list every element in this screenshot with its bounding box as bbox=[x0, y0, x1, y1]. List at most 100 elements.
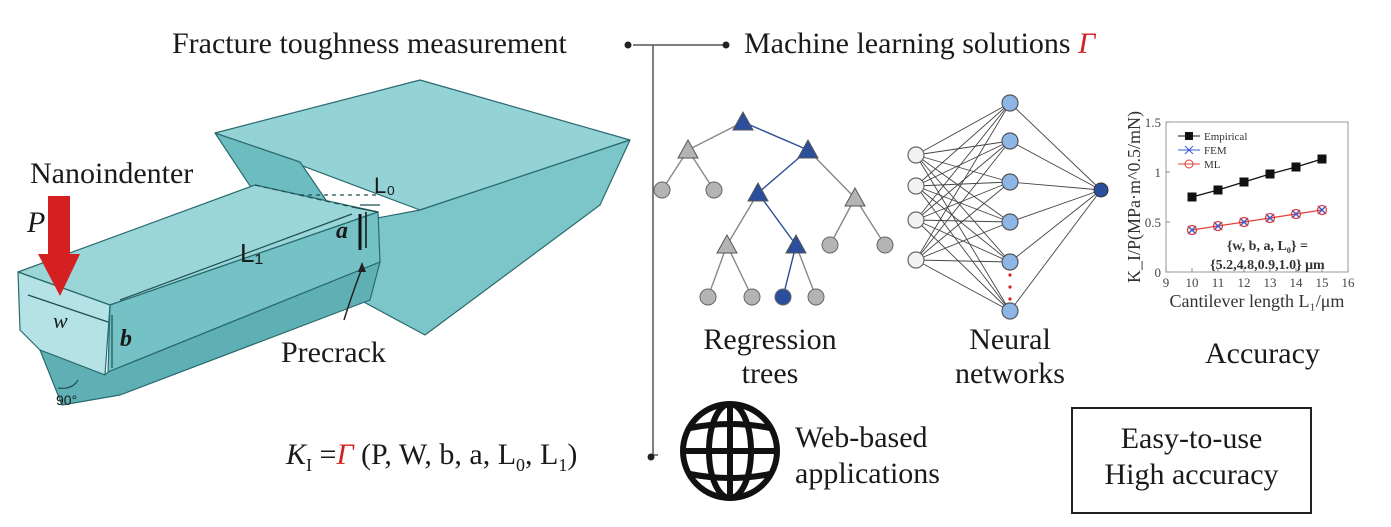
formula-k: K bbox=[286, 438, 307, 471]
empirical-point bbox=[1187, 192, 1197, 202]
nn-hidden-node bbox=[1001, 253, 1019, 271]
regression-trees-line2: trees bbox=[741, 357, 799, 390]
nn-connection bbox=[1009, 102, 1102, 191]
fem-point bbox=[1291, 209, 1301, 219]
angle-label: 90° bbox=[56, 392, 78, 408]
y-tick-label: 0 bbox=[1155, 265, 1162, 280]
nn-connection bbox=[915, 102, 1011, 221]
nn-connection bbox=[915, 219, 1011, 312]
connector-dot-left bbox=[624, 41, 632, 49]
x-tick-label: 9 bbox=[1163, 275, 1170, 290]
l1-label: L₁ bbox=[240, 238, 264, 268]
nn-input-node bbox=[907, 177, 925, 195]
tree-leaf-node bbox=[705, 181, 723, 199]
tree-split-node bbox=[677, 138, 699, 159]
neural-networks-line2: networks bbox=[955, 357, 1065, 390]
tree-edge bbox=[795, 244, 817, 298]
x-tick-label: 10 bbox=[1186, 275, 1199, 290]
nn-connection bbox=[915, 140, 1011, 261]
fem-point bbox=[1265, 213, 1275, 223]
globe-icon bbox=[680, 401, 780, 501]
nn-connection bbox=[915, 259, 1011, 263]
web-apps-line1: Web-based bbox=[795, 421, 928, 454]
tree-edge bbox=[742, 121, 809, 151]
nn-connection bbox=[915, 154, 1011, 263]
nn-connection bbox=[1009, 189, 1102, 312]
cantilever-beam bbox=[17, 79, 631, 406]
formula-mid: , L bbox=[525, 438, 559, 471]
beam-bottom bbox=[39, 261, 381, 406]
regression-tree bbox=[653, 110, 894, 306]
nn-connection bbox=[915, 102, 1011, 187]
legend-label: Empirical bbox=[1204, 131, 1247, 143]
tree-split-node bbox=[785, 233, 807, 254]
nn-connection bbox=[1009, 189, 1102, 263]
nn-connection bbox=[915, 154, 1011, 183]
regression-trees-label: Regression trees bbox=[695, 323, 845, 391]
ml-point bbox=[1290, 208, 1302, 220]
y-tick-label: 1 bbox=[1155, 165, 1162, 180]
ml-solutions-title: Machine learning solutions Γ bbox=[744, 27, 1095, 61]
nn-connection bbox=[915, 140, 1011, 221]
formula-eq: = bbox=[312, 438, 337, 471]
chart-annotation-line2: {5.2,4.8,0.9,1.0} μm bbox=[1210, 258, 1325, 273]
summary-box: Easy-to-use High accuracy bbox=[1071, 407, 1312, 514]
formula-gamma: Γ bbox=[336, 438, 354, 471]
ml-solutions-text: Machine learning solutions bbox=[744, 27, 1079, 60]
formula: KI =Γ (P, W, b, a, L0, L1) bbox=[286, 438, 577, 476]
l0-label: L₀ bbox=[374, 173, 396, 198]
tree-edge bbox=[757, 192, 797, 246]
x-axis-label: Cantilever length L₁/μm bbox=[1170, 291, 1345, 311]
empirical-point bbox=[1317, 154, 1327, 164]
y-tick-label: 1.5 bbox=[1145, 115, 1161, 130]
tree-edge bbox=[707, 244, 728, 298]
crack-depth-label: a bbox=[336, 218, 348, 244]
tree-leaf-node bbox=[821, 236, 839, 254]
nn-connection bbox=[915, 185, 1011, 263]
x-tick-label: 11 bbox=[1212, 275, 1225, 290]
x-tick-label: 16 bbox=[1342, 275, 1356, 290]
formula-k-sub: I bbox=[306, 455, 313, 475]
y-axis-label: K_I/P(MPa·m^0.5/mN) bbox=[1124, 111, 1145, 283]
legend-marker bbox=[1184, 159, 1194, 169]
height-label: b bbox=[120, 326, 132, 352]
ml-point bbox=[1238, 216, 1250, 228]
nn-hidden-node bbox=[1001, 302, 1019, 320]
legend-marker bbox=[1184, 145, 1194, 155]
ml-point bbox=[1316, 204, 1328, 216]
ml-point bbox=[1264, 212, 1276, 224]
tree-edge bbox=[687, 121, 744, 151]
nn-connection bbox=[915, 102, 1011, 156]
nn-connection bbox=[915, 185, 1011, 223]
connector-lines bbox=[633, 44, 725, 456]
formula-end: ) bbox=[567, 438, 578, 471]
summary-line1: Easy-to-use bbox=[1120, 422, 1263, 455]
x-tick-label: 13 bbox=[1264, 275, 1277, 290]
nn-output-node bbox=[1093, 182, 1109, 198]
fem-point bbox=[1317, 205, 1327, 215]
nanoindenter-arrow bbox=[38, 196, 80, 296]
nn-connection bbox=[915, 102, 1011, 261]
nn-connection bbox=[1009, 181, 1102, 191]
nn-connection bbox=[915, 259, 1011, 312]
nn-connection bbox=[915, 140, 1011, 156]
nn-input-node bbox=[907, 146, 925, 164]
regression-trees-line1: Regression bbox=[703, 323, 837, 356]
ml-point bbox=[1186, 224, 1198, 236]
legend-label: ML bbox=[1204, 159, 1221, 171]
nn-connection bbox=[915, 154, 1011, 312]
tree-leaf-node bbox=[653, 181, 671, 199]
accuracy-label: Accuracy bbox=[1205, 337, 1320, 370]
y-tick-label: 0.5 bbox=[1145, 215, 1161, 230]
x-tick-label: 15 bbox=[1316, 275, 1329, 290]
fem-point bbox=[1239, 217, 1249, 227]
legend-marker bbox=[1185, 132, 1193, 140]
nn-ellipsis-dot bbox=[1008, 297, 1012, 301]
nn-connection bbox=[915, 221, 1011, 261]
nn-connection bbox=[915, 154, 1011, 223]
x-tick-label: 14 bbox=[1290, 275, 1304, 290]
tree-split-node bbox=[797, 138, 819, 159]
nn-hidden-node bbox=[1001, 213, 1019, 231]
